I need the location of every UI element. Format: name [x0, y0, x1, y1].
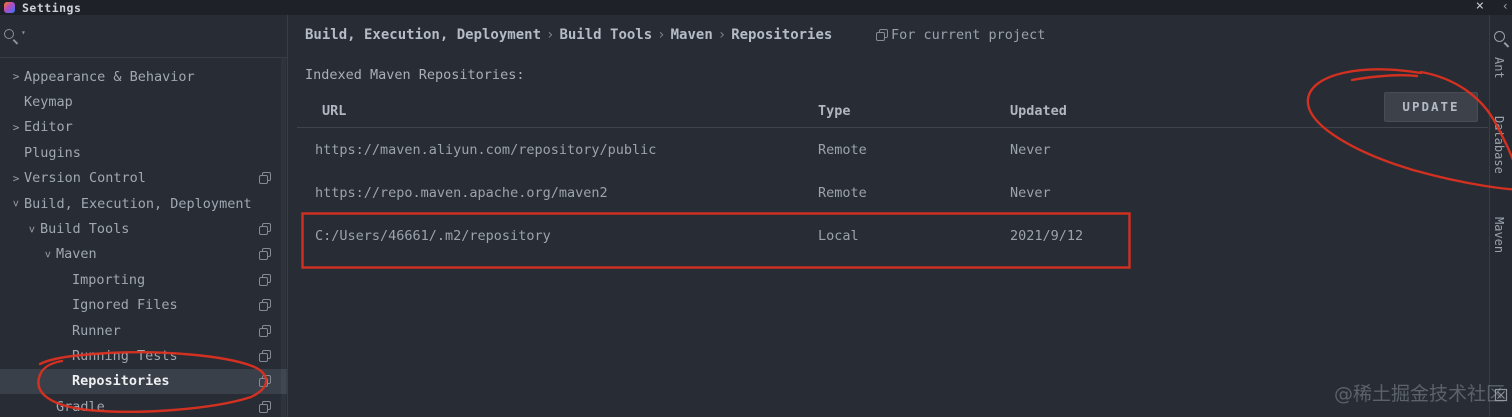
breadcrumb-segment[interactable]: Repositories	[731, 27, 833, 43]
repo-url-cell: C:/Users/46661/.m2/repository	[315, 228, 551, 244]
column-header-updated[interactable]: Updated	[1010, 103, 1067, 119]
project-level-icon	[259, 248, 271, 261]
repo-type-cell: Remote	[818, 142, 867, 158]
sidebar-item-plugins[interactable]: >Plugins	[0, 140, 287, 165]
sidebar-item-keymap[interactable]: >Keymap	[0, 89, 287, 114]
sidebar-item-appearance-behavior[interactable]: > Appearance & Behavior	[0, 64, 287, 89]
sidebar-item-importing[interactable]: >Importing	[0, 267, 287, 292]
update-button[interactable]: UPDATE	[1384, 92, 1478, 122]
settings-content: Build, Execution, Deployment›Build Tools…	[289, 15, 1488, 417]
project-level-icon	[259, 172, 271, 185]
table-row[interactable]: https://repo.maven.apache.org/maven2 Remo…	[297, 171, 1488, 214]
chevron-right-icon[interactable]: >	[12, 171, 20, 185]
sidebar-item-label: Build Tools	[40, 221, 130, 238]
breadcrumb-separator: ›	[657, 27, 666, 43]
repo-type-cell: Local	[818, 228, 859, 244]
sidebar-item-repositories[interactable]: >Repositories	[0, 368, 287, 395]
search-options-caret-icon[interactable]: ▾	[21, 28, 26, 37]
repo-url-cell: https://maven.aliyun.com/repository/publ…	[315, 142, 657, 158]
breadcrumb-segment[interactable]: Build, Execution, Deployment	[305, 27, 542, 43]
sidebar-item-label: Repositories	[72, 373, 170, 390]
repo-updated-cell: 2021/9/12	[1010, 228, 1084, 244]
project-level-icon	[259, 375, 271, 388]
sidebar-item-label: Maven	[56, 246, 97, 263]
tool-label: Database	[1492, 116, 1506, 174]
repo-url-cell: https://repo.maven.apache.org/maven2	[315, 185, 608, 201]
repo-updated-cell: Never	[1010, 142, 1051, 158]
chevron-right-icon[interactable]: >	[12, 120, 20, 134]
chevron-down-icon[interactable]: >	[9, 200, 23, 207]
sidebar-item-label: Version Control	[24, 170, 146, 187]
settings-sidebar: ▾ >Appearance & Behavior>Keymap>Editor>P…	[0, 15, 288, 417]
chevron-left-icon[interactable]: ‹	[1501, 0, 1509, 13]
window-box-icon[interactable]	[1494, 388, 1508, 402]
table-header: URL Type Updated	[297, 100, 1488, 128]
app-logo-icon	[4, 2, 15, 13]
repo-type-cell: Remote	[818, 185, 867, 201]
tool-button-ant[interactable]: Ant	[1492, 57, 1512, 79]
sidebar-item-maven[interactable]: >Maven	[0, 242, 287, 267]
sidebar-item-label: Importing	[72, 271, 146, 288]
tool-label: Maven	[1492, 217, 1506, 254]
column-header-url[interactable]: URL	[322, 103, 347, 119]
sidebar-item-ignored-files[interactable]: >Ignored Files	[0, 293, 287, 318]
sidebar-item-gradle[interactable]: >Gradle	[0, 394, 287, 417]
sidebar-item-build-tools[interactable]: >Build Tools	[0, 216, 287, 241]
search-icon[interactable]	[3, 28, 19, 44]
sidebar-item-build-execution-deployment[interactable]: >Build, Execution, Deployment	[0, 191, 287, 216]
sidebar-item-runner[interactable]: >Runner	[0, 318, 287, 343]
breadcrumb-separator: ›	[546, 27, 555, 43]
scope-indicator: For current project	[876, 27, 1045, 43]
breadcrumb-segment[interactable]: Maven	[670, 27, 713, 43]
scope-label: For current project	[891, 27, 1046, 43]
breadcrumb-separator: ›	[717, 27, 727, 43]
tool-button-database[interactable]: Database	[1492, 116, 1512, 174]
sidebar-scrollbar[interactable]	[281, 58, 286, 417]
close-icon[interactable]: ×	[1475, 0, 1484, 14]
project-level-icon	[259, 349, 271, 362]
project-level-icon	[876, 29, 888, 41]
chevron-down-icon[interactable]: >	[41, 251, 55, 258]
tool-label: Ant	[1492, 57, 1506, 79]
sidebar-item-label: Build, Execution, Deployment	[24, 195, 252, 212]
tool-button-maven[interactable]: m Maven	[1492, 217, 1512, 253]
project-level-icon	[259, 223, 271, 236]
strip-search-icon[interactable]	[1493, 30, 1510, 47]
sidebar-item-label: Ignored Files	[72, 297, 178, 314]
project-level-icon	[259, 400, 271, 413]
project-level-icon	[259, 273, 271, 286]
settings-search-field[interactable]: ▾	[0, 15, 287, 58]
title-bar: Settings × ‹	[0, 0, 1512, 15]
sidebar-item-label: Appearance & Behavior	[24, 68, 195, 85]
sidebar-item-version-control[interactable]: > Version Control	[0, 166, 287, 191]
project-level-icon	[259, 324, 271, 337]
window-title: Settings	[22, 0, 82, 15]
repositories-table: URL Type Updated https://maven.aliyun.co…	[297, 100, 1488, 257]
watermark: @稀土掘金技术社区	[1334, 383, 1506, 405]
table-row[interactable]: C:/Users/46661/.m2/repository Local 2021/9…	[297, 214, 1488, 257]
table-body: https://maven.aliyun.com/repository/publ…	[297, 128, 1488, 257]
sidebar-item-label: Runner	[72, 322, 121, 339]
sidebar-item-label: Gradle	[56, 398, 105, 415]
sidebar-item-running-tests[interactable]: >Running Tests	[0, 343, 287, 368]
sidebar-item-label: Plugins	[24, 144, 81, 161]
sidebar-item-label: Keymap	[24, 94, 73, 111]
project-level-icon	[259, 299, 271, 312]
breadcrumb-segment[interactable]: Build Tools	[559, 27, 653, 43]
right-tool-strip: Ant Database m Maven	[1489, 0, 1512, 417]
sidebar-item-editor[interactable]: > Editor	[0, 115, 287, 140]
repo-updated-cell: Never	[1010, 185, 1051, 201]
chevron-right-icon[interactable]: >	[12, 70, 20, 84]
sidebar-item-label: Editor	[24, 119, 73, 136]
section-label: Indexed Maven Repositories:	[305, 67, 525, 83]
table-row[interactable]: https://maven.aliyun.com/repository/publ…	[297, 128, 1488, 171]
settings-tree: >Appearance & Behavior>Keymap>Editor>Plu…	[0, 58, 287, 417]
breadcrumb: Build, Execution, Deployment›Build Tools…	[305, 27, 832, 43]
sidebar-item-label: Running Tests	[72, 347, 178, 364]
chevron-down-icon[interactable]: >	[25, 225, 39, 233]
column-header-type[interactable]: Type	[818, 103, 851, 119]
